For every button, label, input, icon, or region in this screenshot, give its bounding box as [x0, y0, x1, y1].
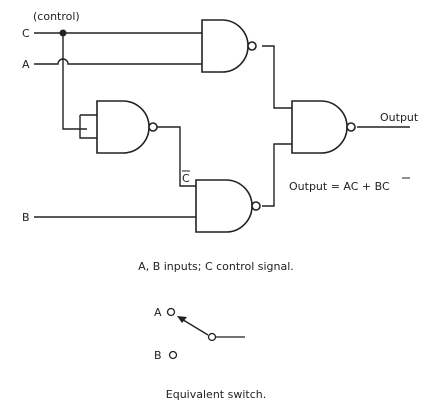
wire-inverter-tie	[79, 115, 97, 139]
switch-terminal-a-label: A	[154, 306, 162, 319]
switch-common-terminal	[207, 332, 217, 342]
nand-gate-bottom	[195, 179, 261, 233]
label-control: (control)	[33, 10, 80, 23]
label-output: Output	[380, 111, 419, 124]
switch-terminal-a	[166, 307, 176, 317]
inversion-bubble	[251, 201, 261, 211]
caption-circuit: A, B inputs; C control signal.	[138, 260, 294, 273]
wires	[34, 29, 410, 218]
switch-terminal-b-label: B	[154, 349, 162, 362]
wire-top-to-output	[262, 45, 292, 109]
equation-output: Output = AC + BC	[289, 180, 390, 193]
wire-a-input	[34, 58, 202, 65]
label-input-a: A	[22, 58, 30, 71]
equivalent-switch: A B	[154, 306, 245, 362]
wire-bottom-to-output	[262, 143, 292, 207]
nand-gate-top	[201, 19, 257, 73]
label-input-b: B	[22, 211, 30, 224]
wire-cbar	[157, 126, 196, 187]
switch-arrow-icon	[177, 316, 187, 323]
junction-dot	[59, 29, 67, 37]
caption-switch: Equivalent switch.	[166, 388, 266, 401]
inversion-bubble	[247, 41, 257, 51]
nand-gate-output	[291, 100, 356, 154]
label-input-c: C	[22, 27, 30, 40]
switch-arm	[179, 317, 209, 336]
label-c-bar: C	[182, 172, 190, 185]
inversion-bubble	[346, 122, 356, 132]
switch-terminal-b	[168, 350, 178, 360]
inversion-bubble	[148, 122, 158, 132]
nand-gate-inverter	[96, 100, 158, 154]
wire-c-branch	[62, 33, 87, 130]
